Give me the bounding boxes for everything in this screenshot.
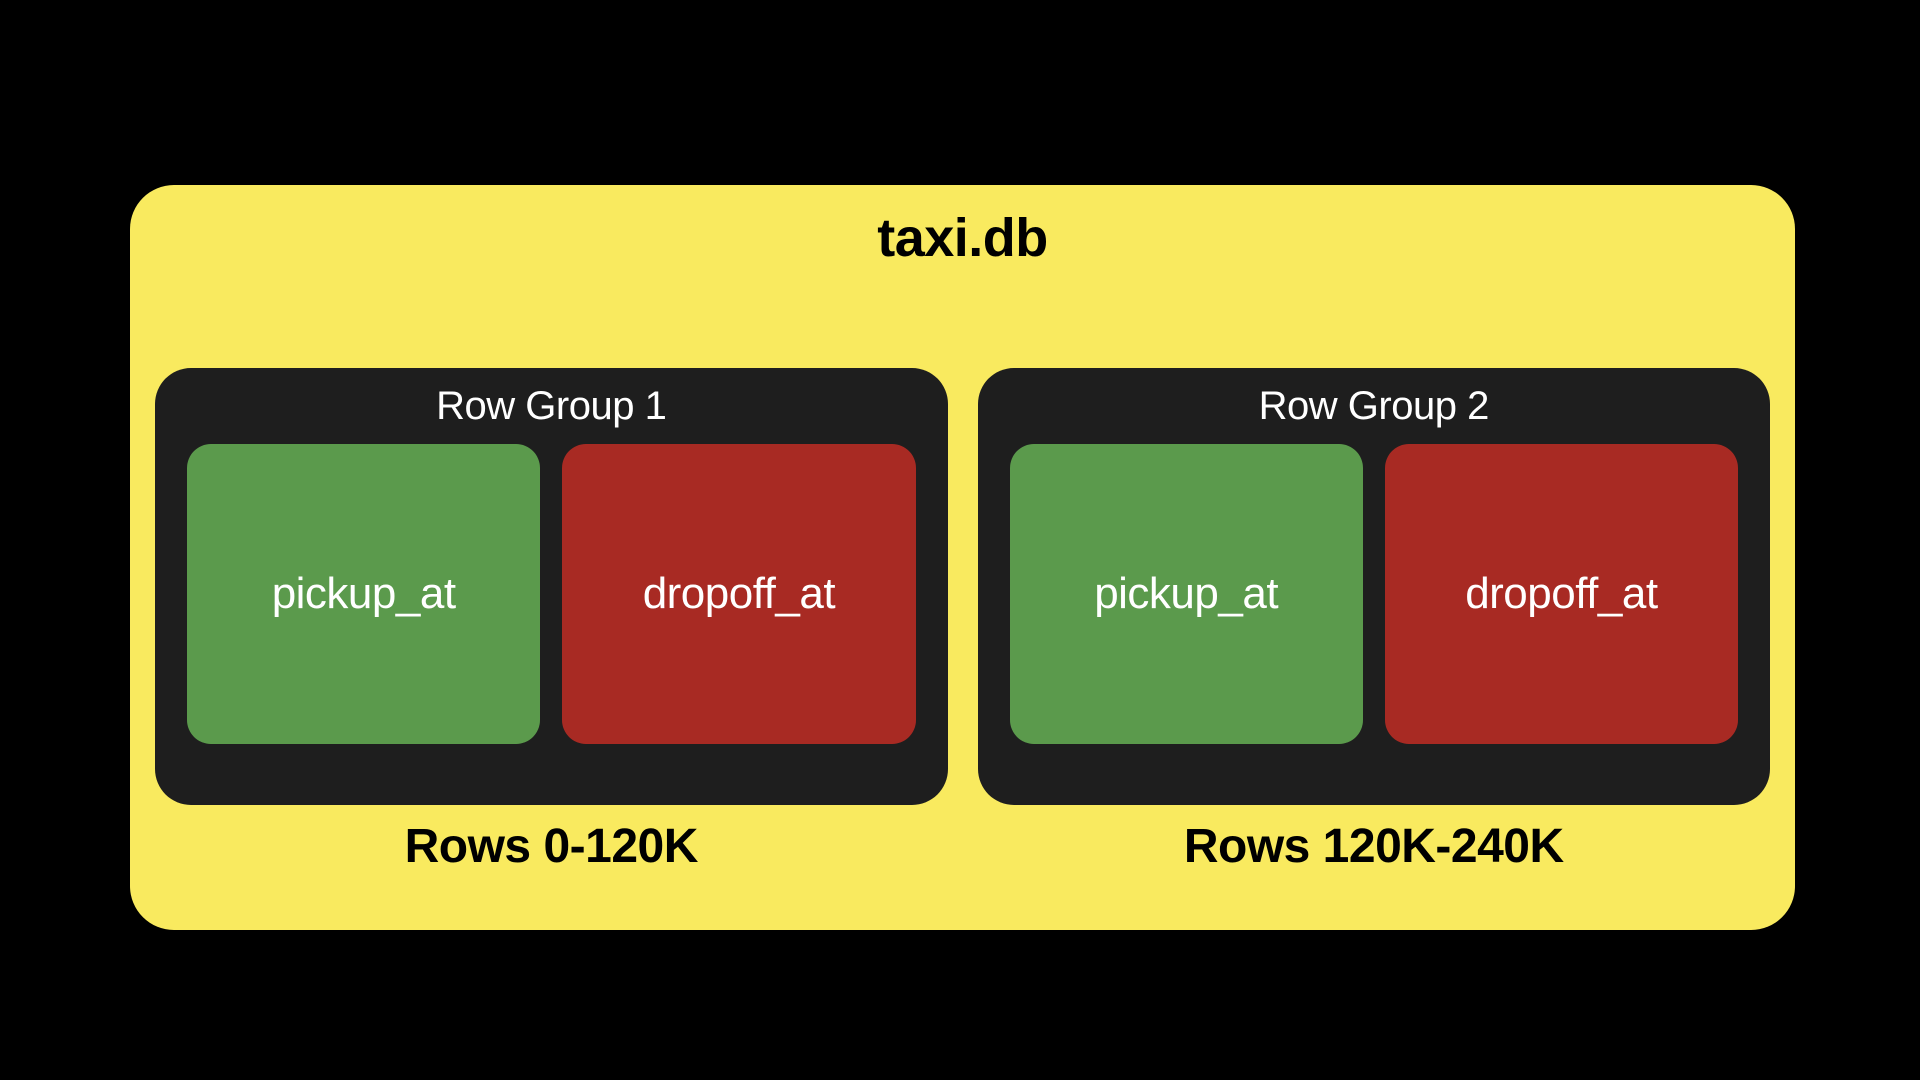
column-label: dropoff_at xyxy=(1465,568,1658,618)
column-label: pickup_at xyxy=(271,568,456,618)
row-group-1-column-dropoff-at: dropoff_at xyxy=(562,444,916,744)
column-label: pickup_at xyxy=(1094,568,1279,618)
row-group-1-range: Rows 0-120K xyxy=(404,820,699,873)
row-group-2-columns: pickup_at dropoff_at xyxy=(1009,444,1738,744)
row-group-2: Row Group 2 pickup_at dropoff_at Rows 12… xyxy=(977,368,1770,928)
row-group-2-label: Row Group 2 xyxy=(1258,384,1490,428)
database-card: taxi.db Row Group 1 pickup_at dropoff_at xyxy=(130,185,1795,930)
row-group-1-column-pickup-at: pickup_at xyxy=(187,444,541,744)
row-group-2-column-dropoff-at: dropoff_at xyxy=(1384,444,1738,744)
database-title: taxi.db xyxy=(877,208,1048,268)
row-group-2-range: Rows 120K-240K xyxy=(1183,820,1564,873)
row-group-1: Row Group 1 pickup_at dropoff_at Rows 0-… xyxy=(155,368,948,928)
row-group-1-label: Row Group 1 xyxy=(436,384,667,428)
row-group-2-panel: Row Group 2 pickup_at dropoff_at xyxy=(977,368,1770,805)
row-group-list: Row Group 1 pickup_at dropoff_at Rows 0-… xyxy=(155,368,1770,928)
row-group-1-columns: pickup_at dropoff_at xyxy=(187,444,916,744)
row-group-1-panel: Row Group 1 pickup_at dropoff_at xyxy=(155,368,948,805)
row-group-2-column-pickup-at: pickup_at xyxy=(1009,444,1363,744)
column-label: dropoff_at xyxy=(642,568,836,618)
